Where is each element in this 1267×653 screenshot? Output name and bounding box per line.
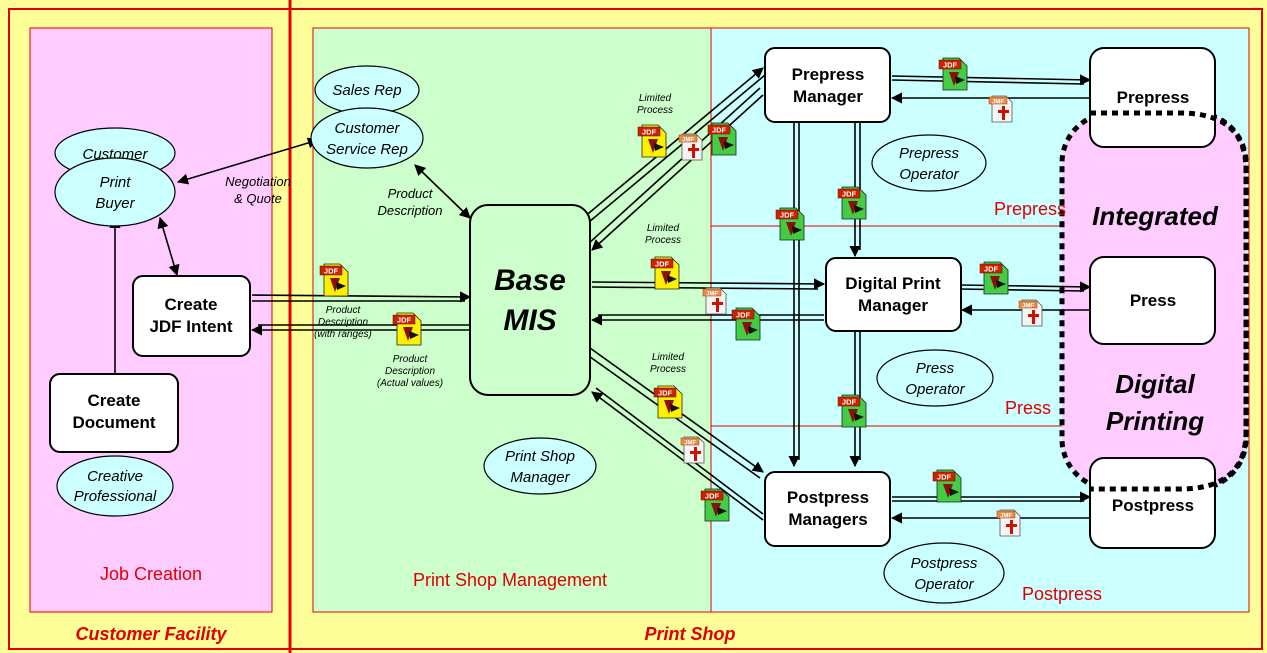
press-operator-line1: Press (916, 360, 955, 377)
outer-border (8, 8, 1263, 650)
limited-process-1-line2: Process (637, 105, 673, 116)
customer-service-rep-ellipse[interactable]: Customer Service Rep (310, 107, 424, 169)
press-operator-ellipse[interactable]: Press Operator (876, 349, 994, 407)
postpress-region-label: Postpress (1022, 584, 1102, 604)
print-shop-manager-ellipse[interactable]: Print Shop Manager (483, 437, 597, 495)
postpress-operator-line1: Postpress (911, 555, 978, 572)
pd-ranges-line1: Product (326, 305, 362, 316)
jdf-icon-label: JDF (324, 267, 339, 276)
print-shop-manager-line2: Manager (510, 469, 570, 486)
jdf-icon-label: JDF (780, 211, 795, 220)
jdf-icon-label: JDF (658, 389, 673, 398)
digital-printing-line2: Printing (1106, 406, 1204, 436)
jdf-icon-label: JDF (842, 398, 857, 407)
create-document-line2: Document (72, 413, 155, 432)
jmf-icon-label: JMF (1000, 514, 1012, 520)
prepress-manager-line1: Prepress (792, 65, 865, 84)
digital-print-manager-box[interactable]: Digital Print Manager (825, 257, 962, 332)
pd-actual-line3: (Actual values) (377, 378, 443, 389)
prepress-operator-line2: Operator (899, 166, 959, 183)
sales-rep-ellipse[interactable]: Sales Rep (314, 65, 420, 115)
create-jdf-intent-line1: Create (165, 295, 218, 314)
jdf-icon-label: JDF (937, 473, 952, 482)
digital-print-manager-line2: Manager (858, 296, 928, 315)
base-mis-line2: MIS (503, 304, 556, 337)
integrated-label: Integrated (1092, 201, 1219, 231)
create-document-box[interactable]: Create Document (49, 373, 179, 453)
create-document-line1: Create (88, 391, 141, 410)
limited-process-2-line1: Limited (647, 223, 680, 234)
customer-facility-label: Customer Facility (75, 624, 227, 644)
sales-rep-label: Sales Rep (332, 82, 401, 99)
jmf-icon-label: JMF (992, 100, 1004, 106)
jdf-icon-label: JDF (984, 265, 999, 274)
jdf-icon-label: JDF (397, 316, 412, 325)
jdf-icon-label: JDF (943, 61, 958, 70)
press-region-label: Press (1005, 398, 1051, 418)
prepress-device-label: Prepress (1117, 88, 1190, 107)
postpress-operator-ellipse[interactable]: Postpress Operator (883, 542, 1005, 604)
pd-actual-line2: Description (385, 366, 435, 377)
jdf-icon-label: JDF (642, 128, 657, 137)
postpress-managers-line1: Postpress (787, 488, 869, 507)
customer-service-rep-line1: Customer (334, 120, 400, 137)
creative-professional-ellipse[interactable]: Creative Professional (56, 455, 174, 517)
print-buyer-line1: Print (100, 174, 132, 191)
prepress-operator-ellipse[interactable]: Prepress Operator (871, 134, 987, 192)
pd-actual-line1: Product (393, 354, 429, 365)
prepress-operator-line1: Prepress (899, 145, 960, 162)
creative-professional-line1: Creative (87, 468, 143, 485)
limited-process-1-line1: Limited (639, 93, 672, 104)
digital-print-manager-line1: Digital Print (845, 274, 941, 293)
press-device-box[interactable]: Press (1089, 256, 1216, 345)
base-mis-box[interactable]: Base MIS (469, 204, 591, 396)
product-description-line2: Description (377, 203, 442, 218)
postpress-device-label: Postpress (1112, 496, 1194, 515)
jdf-icon-label: JDF (705, 492, 720, 501)
limited-process-2-line2: Process (645, 235, 681, 246)
prepress-region-label: Prepress (994, 199, 1066, 219)
jdf-icon-label: JDF (842, 190, 857, 199)
jdf-icon-label: JDF (712, 126, 727, 135)
press-operator-line2: Operator (905, 381, 965, 398)
product-description-line1: Product (388, 186, 434, 201)
prepress-device-box[interactable]: Prepress (1089, 47, 1216, 148)
postpress-operator-line2: Operator (914, 576, 974, 593)
limited-process-3-line2: Process (650, 364, 686, 375)
pd-ranges-line2: Description (318, 317, 368, 328)
jmf-icon-label: JMF (706, 292, 718, 298)
arrows (109, 67, 1092, 524)
postpress-managers-line2: Managers (788, 510, 867, 529)
print-shop-label: Print Shop (645, 624, 736, 644)
print-shop-manager-line1: Print Shop (505, 448, 575, 465)
postpress-managers-box[interactable]: Postpress Managers (764, 471, 891, 547)
negotiation-line2: & Quote (234, 191, 282, 206)
press-device-label: Press (1130, 291, 1176, 310)
customer-service-rep-line2: Service Rep (326, 141, 408, 158)
job-creation-label: Job Creation (100, 564, 202, 584)
jdf-icon-label: JDF (655, 260, 670, 269)
print-buyer-ellipse[interactable]: Print Buyer (54, 157, 176, 227)
create-jdf-intent-line2: JDF Intent (149, 317, 232, 336)
jdf-icon-label: JDF (736, 311, 751, 320)
print-shop-management-label: Print Shop Management (413, 570, 607, 590)
jmf-icon-label: JMF (682, 138, 694, 144)
postpress-device-box[interactable]: Postpress (1089, 457, 1216, 549)
integrated-outline (1090, 110, 1249, 492)
prepress-manager-box[interactable]: Prepress Manager (764, 47, 891, 123)
jmf-icon-label: JMF (1022, 304, 1034, 310)
print-buyer-line2: Buyer (95, 195, 135, 212)
creative-professional-line2: Professional (74, 488, 157, 505)
prepress-manager-line2: Manager (793, 87, 863, 106)
limited-process-3-line1: Limited (652, 352, 685, 363)
digital-printing-line1: Digital (1115, 369, 1195, 399)
negotiation-line1: Negotiation (225, 174, 291, 189)
jmf-icon-label: JMF (684, 441, 696, 447)
base-mis-line1: Base (494, 264, 566, 297)
pd-ranges-line3: (with ranges) (314, 329, 372, 340)
create-jdf-intent-box[interactable]: Create JDF Intent (132, 275, 251, 357)
